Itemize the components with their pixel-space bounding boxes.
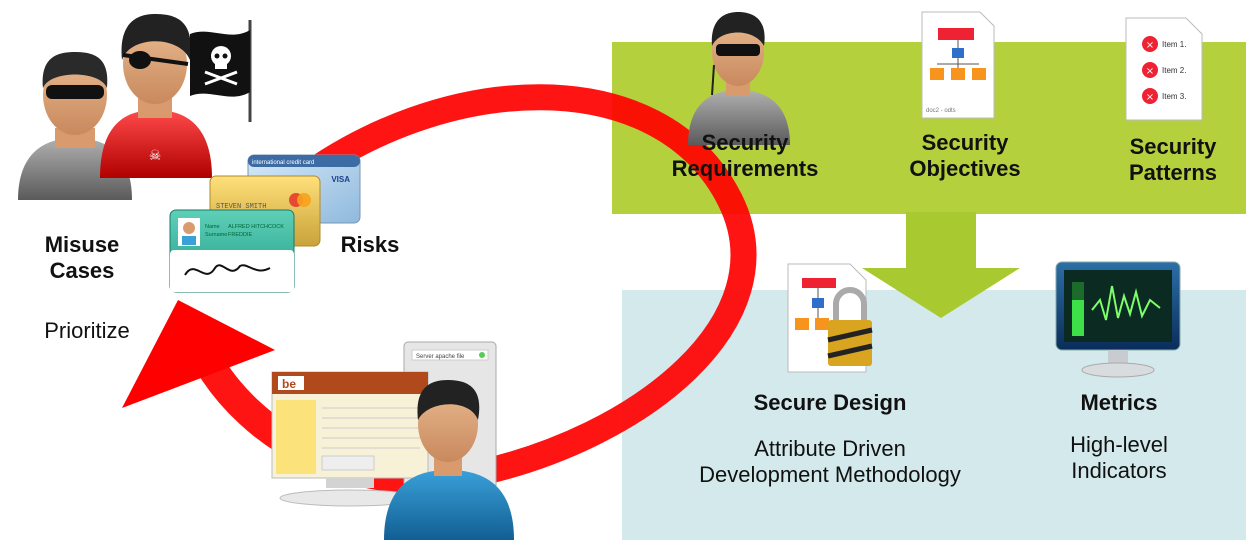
secure-design-title: Secure Design	[753, 390, 907, 415]
server-label: Server apache file	[416, 354, 465, 360]
svg-text:☠: ☠	[149, 148, 162, 164]
checklist-document-icon: × × × Item 1. Item 2. Item 3.	[1125, 17, 1203, 121]
down-arrow	[862, 212, 1020, 318]
hacker-icon	[18, 52, 132, 200]
locked-document-icon	[787, 263, 873, 373]
pirate-icon: ☠	[100, 14, 212, 178]
security-objectives-label: Security Objectives	[880, 130, 1050, 183]
metrics-line-1: High-level	[1070, 432, 1168, 457]
secure-design-description: Attribute Driven Development Methodology	[640, 436, 1020, 489]
security-objectives-line-1: Security	[921, 130, 1009, 155]
id-surname-label: Surname	[205, 232, 227, 238]
security-requirements-line-2: Requirements	[671, 156, 819, 182]
metrics-title: Metrics	[1080, 390, 1158, 415]
pattern-item-3: Item 3.	[1162, 92, 1186, 101]
secure-design-line-2: Development Methodology	[699, 462, 961, 488]
website-logo: be	[282, 377, 296, 391]
prioritize-label: Prioritize	[44, 318, 130, 343]
secure-design-line-1: Attribute Driven	[754, 436, 906, 461]
security-requirements-line-1: Security	[701, 130, 789, 155]
pattern-item-2: Item 2.	[1162, 66, 1186, 75]
pirate-flag-icon	[190, 20, 252, 122]
security-patterns-line-2: Patterns	[1128, 160, 1218, 186]
metrics-description: High-level Indicators	[1034, 432, 1204, 485]
doc-caption: doc2 - odts	[926, 108, 956, 114]
id-surname-value: FREDDIE	[228, 232, 252, 238]
security-patterns-label: Security Patterns	[1100, 134, 1246, 187]
metrics-line-2: Indicators	[1071, 458, 1167, 484]
id-name-value: ALFRED HITCHCOCK	[228, 224, 284, 230]
security-objectives-line-2: Objectives	[909, 156, 1021, 182]
org-chart-document-icon: doc2 - odts	[921, 11, 995, 119]
user-icon	[384, 380, 514, 540]
security-requirements-label: Security Requirements	[640, 130, 850, 183]
svg-text:×: ×	[1146, 92, 1154, 103]
card-header: international credit card	[252, 160, 314, 166]
card-holder: STEVEN SMITH	[216, 203, 266, 211]
security-patterns-line-1: Security	[1129, 134, 1217, 159]
security-officer-icon	[688, 12, 790, 145]
card-brand: VISA	[331, 175, 350, 184]
misuse-cases-line-1: Misuse	[44, 232, 120, 257]
pattern-item-1: Item 1.	[1162, 40, 1186, 49]
svg-text:×: ×	[1146, 66, 1154, 77]
risks-label: Risks	[340, 232, 400, 257]
svg-text:×: ×	[1146, 40, 1154, 51]
misuse-cases-line-2: Cases	[49, 258, 115, 284]
id-card-icon: Name ALFRED HITCHCOCK Surname FREDDIE	[169, 209, 295, 293]
monitor-waveform-icon	[1055, 261, 1181, 378]
id-name-label: Name	[205, 224, 220, 230]
misuse-cases-label: Misuse Cases	[22, 232, 142, 285]
